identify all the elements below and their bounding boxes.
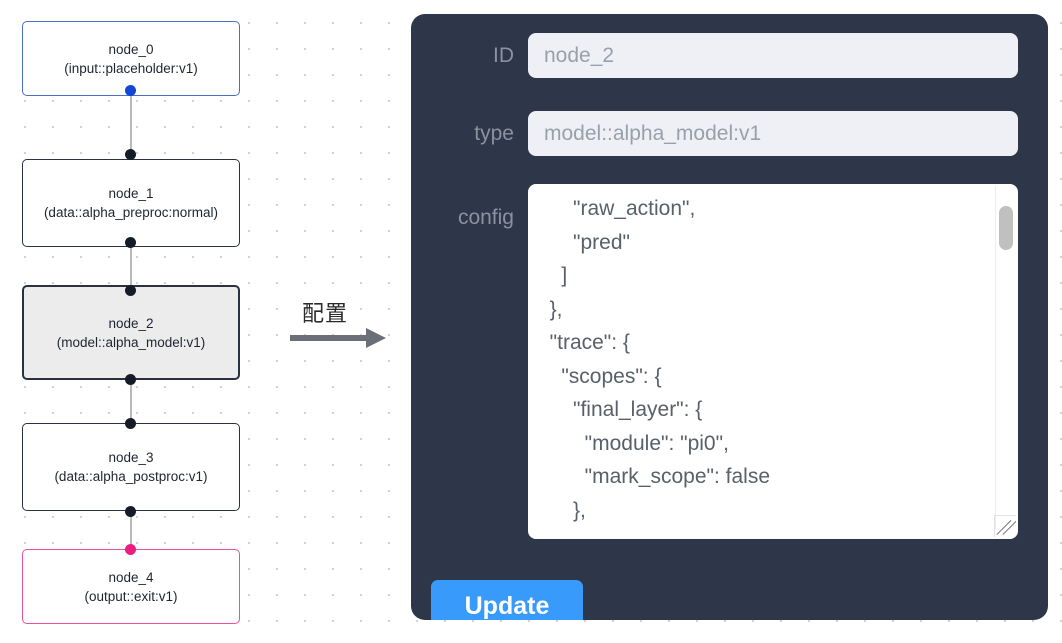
transition-label: 配置 <box>302 302 349 327</box>
graph-node-node_1[interactable]: node_1 (data::alpha_preproc:normal) <box>22 159 240 247</box>
config-textarea-shell: "raw_action", "pred" ] }, "trace": { "sc… <box>528 184 1018 539</box>
node-type-label: (input::placeholder:v1) <box>64 60 198 76</box>
type-field-row: type <box>411 111 1048 156</box>
port-dot-node1-out[interactable] <box>125 237 136 248</box>
pipeline-graph: node_0 (input::placeholder:v1) node_1 (d… <box>0 0 280 643</box>
node-type-label: (output::exit:v1) <box>84 588 178 604</box>
port-dot-node4-in[interactable] <box>125 544 136 555</box>
node-id-label: node_1 <box>108 186 154 201</box>
node-type-label: (data::alpha_postproc:v1) <box>54 469 208 484</box>
port-dot-node1-in[interactable] <box>125 149 136 160</box>
graph-node-node_0[interactable]: node_0 (input::placeholder:v1) <box>22 21 240 96</box>
port-dot-node3-in[interactable] <box>125 418 136 429</box>
config-label: config <box>457 206 514 229</box>
port-dot-node2-in[interactable] <box>125 285 136 296</box>
graph-node-node_4[interactable]: node_4 (output::exit:v1) <box>22 549 240 624</box>
edge-node0-node1 <box>130 91 132 163</box>
port-dot-node0-out[interactable] <box>125 85 136 96</box>
transition-arrow: 配置 <box>288 296 398 360</box>
edge-node3-node4 <box>130 507 132 553</box>
type-input[interactable] <box>528 111 1018 156</box>
node-id-label: node_4 <box>108 569 154 585</box>
type-label-box: type <box>411 122 528 146</box>
type-label: type <box>474 121 514 145</box>
arrow-shaft <box>290 335 368 341</box>
canvas-bottom-edge <box>0 628 1062 643</box>
id-field-row: ID <box>411 33 1048 78</box>
port-dot-node2-out[interactable] <box>125 374 136 385</box>
graph-node-node_2[interactable]: node_2 (model::alpha_model:v1) <box>22 285 240 380</box>
node-type-label: (data::alpha_preproc:normal) <box>43 205 219 220</box>
node-type-label: (model::alpha_model:v1) <box>56 334 206 350</box>
config-label-box: config <box>411 184 528 230</box>
node-id-label: node_2 <box>108 315 154 331</box>
arrow-head-icon <box>366 328 386 348</box>
node-id-label: node_0 <box>108 41 154 57</box>
config-scrollbar[interactable] <box>995 186 1015 529</box>
config-scrollbar-thumb[interactable] <box>999 206 1013 250</box>
config-field-row: config "raw_action", "pred" ] }, "trace"… <box>411 184 1048 539</box>
node-id-label: node_3 <box>108 450 154 465</box>
edge-node1-node2 <box>130 243 132 291</box>
graph-node-node_3[interactable]: node_3 (data::alpha_postproc:v1) <box>22 423 240 511</box>
edge-node2-node3 <box>130 375 132 429</box>
update-button[interactable]: Update <box>431 580 583 620</box>
id-label-box: ID <box>411 44 528 68</box>
id-label: ID <box>493 43 514 67</box>
config-textarea[interactable]: "raw_action", "pred" ] }, "trace": { "sc… <box>549 197 770 522</box>
port-dot-node3-out[interactable] <box>125 506 136 517</box>
id-input[interactable] <box>528 33 1018 78</box>
resize-handle-icon[interactable] <box>994 515 1016 537</box>
node-config-panel: ID type config "raw_action", "pred" ] },… <box>411 14 1048 620</box>
